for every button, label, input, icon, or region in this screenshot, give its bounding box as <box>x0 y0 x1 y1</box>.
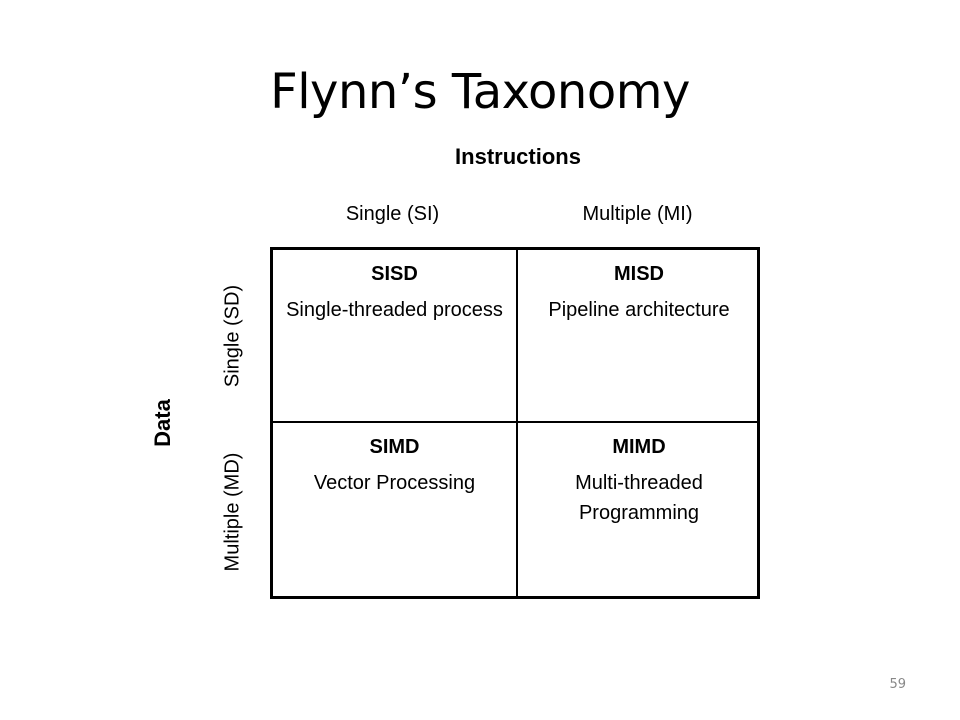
cell-code: MISD <box>614 263 664 285</box>
cell-description: Single-threaded process <box>286 299 503 321</box>
cell-sisd: SISD Single-threaded process <box>273 250 518 423</box>
instructions-axis-title: Instructions <box>455 144 581 169</box>
cell-simd: SIMD Vector Processing <box>273 423 518 596</box>
column-header-single: Single (SI) <box>345 203 440 225</box>
cell-code: MIMD <box>612 436 666 458</box>
row-header-multiple: Multiple (MD) <box>221 452 244 572</box>
cell-code: SIMD <box>369 436 420 458</box>
row-header-single: Single (SD) <box>221 284 244 388</box>
slide-title: Flynn’s Taxonomy <box>270 64 690 120</box>
data-axis-title: Data <box>150 399 175 447</box>
cell-code: SISD <box>371 263 418 285</box>
page-number: 59 <box>889 677 906 692</box>
cell-description: Vector Processing <box>313 472 476 494</box>
column-header-multiple: Multiple (MI) <box>582 203 693 225</box>
cell-mimd: MIMD Multi-threaded Programming <box>518 423 760 596</box>
cell-description: Multi-threaded Programming <box>575 472 703 524</box>
taxonomy-grid: SISD Single-threaded process MISD Pipeli… <box>270 247 760 599</box>
cell-misd: MISD Pipeline architecture <box>518 250 760 423</box>
cell-description: Pipeline architecture <box>548 299 730 321</box>
